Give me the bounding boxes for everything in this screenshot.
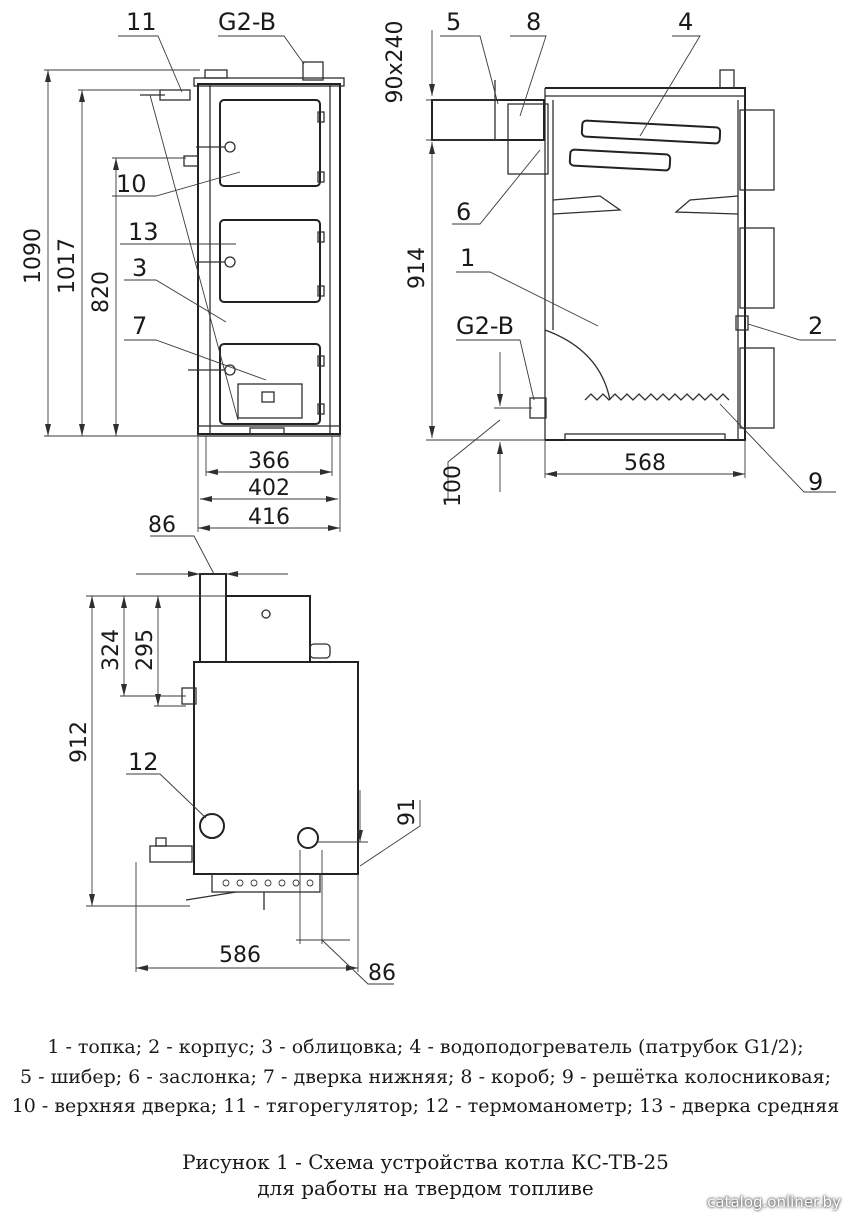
middle-door: [219, 219, 321, 303]
water-heater-tube-2: [568, 148, 672, 172]
watermark: catalog.onliner.by: [707, 1193, 841, 1211]
front-outlet-pipe: [302, 61, 324, 81]
boiler-drawing: 1090 1017 820 366 402 416 11 G2-B 10 13 …: [21, 8, 836, 986]
callout-3: 3: [132, 254, 147, 282]
caption-line-1: Рисунок 1 - Схема устройства котла КС-ТВ…: [182, 1150, 669, 1174]
dim-100: 100: [441, 465, 466, 507]
thermomanometer: [199, 813, 225, 839]
dim-568: 568: [624, 451, 666, 476]
callout-11: 11: [126, 8, 157, 36]
lower-door: [219, 343, 321, 425]
dim-820: 820: [89, 271, 114, 313]
callout-13: 13: [128, 218, 159, 246]
legend-line-3: 10 - верхняя дверка; 11 - тягорегулятор;…: [11, 1095, 840, 1117]
grate: [584, 393, 730, 401]
water-heater-tube-1: [580, 119, 722, 145]
legend-line-2: 5 - шибер; 6 - заслонка; 7 - дверка нижн…: [19, 1066, 831, 1088]
dim-914: 914: [405, 247, 430, 289]
callout-8: 8: [526, 8, 541, 36]
dim-91: 91: [395, 798, 420, 826]
callout-g2b-front: G2-B: [218, 8, 276, 36]
side-view: 86 324 295 912 91 586 86 1: [67, 513, 421, 986]
dim-402: 402: [248, 476, 290, 501]
dim-586: 586: [219, 943, 261, 968]
dim-416: 416: [248, 505, 290, 530]
dim-1090: 1090: [21, 228, 46, 284]
side-outlet: [297, 827, 319, 849]
callout-10: 10: [116, 170, 147, 198]
dim-324: 324: [99, 629, 124, 671]
caption-line-2: для работы на твердом топливе: [257, 1176, 594, 1200]
callout-5: 5: [446, 8, 461, 36]
callout-2: 2: [808, 312, 823, 340]
callout-1: 1: [460, 244, 475, 272]
dim-1017: 1017: [55, 238, 80, 294]
flue-pipe: [431, 99, 545, 141]
callout-6: 6: [456, 198, 471, 226]
front-view: 1090 1017 820 366 402 416 11 G2-B 10 13 …: [21, 8, 345, 532]
legend-line-1: 1 - топка; 2 - корпус; 3 - облицовка; 4 …: [47, 1036, 804, 1058]
callout-12: 12: [128, 748, 159, 776]
side-flue: [199, 573, 227, 663]
upper-door: [219, 99, 321, 187]
callout-4: 4: [678, 8, 693, 36]
section-view: 90x240 914 100 568 5 8 4 6 1 G2-B 2 9: [383, 8, 836, 507]
callout-7: 7: [132, 312, 147, 340]
dim-86-bottom: 86: [368, 961, 396, 986]
dim-912: 912: [67, 721, 92, 763]
callout-g2b-section: G2-B: [456, 312, 514, 340]
callout-9: 9: [808, 468, 823, 496]
dim-flue: 90x240: [383, 20, 408, 103]
dim-295: 295: [133, 629, 158, 671]
dim-366: 366: [248, 449, 290, 474]
dim-86-top: 86: [148, 513, 176, 538]
section-casing: [545, 87, 746, 441]
side-flue-box: [225, 595, 311, 663]
flue-box: [507, 103, 549, 175]
